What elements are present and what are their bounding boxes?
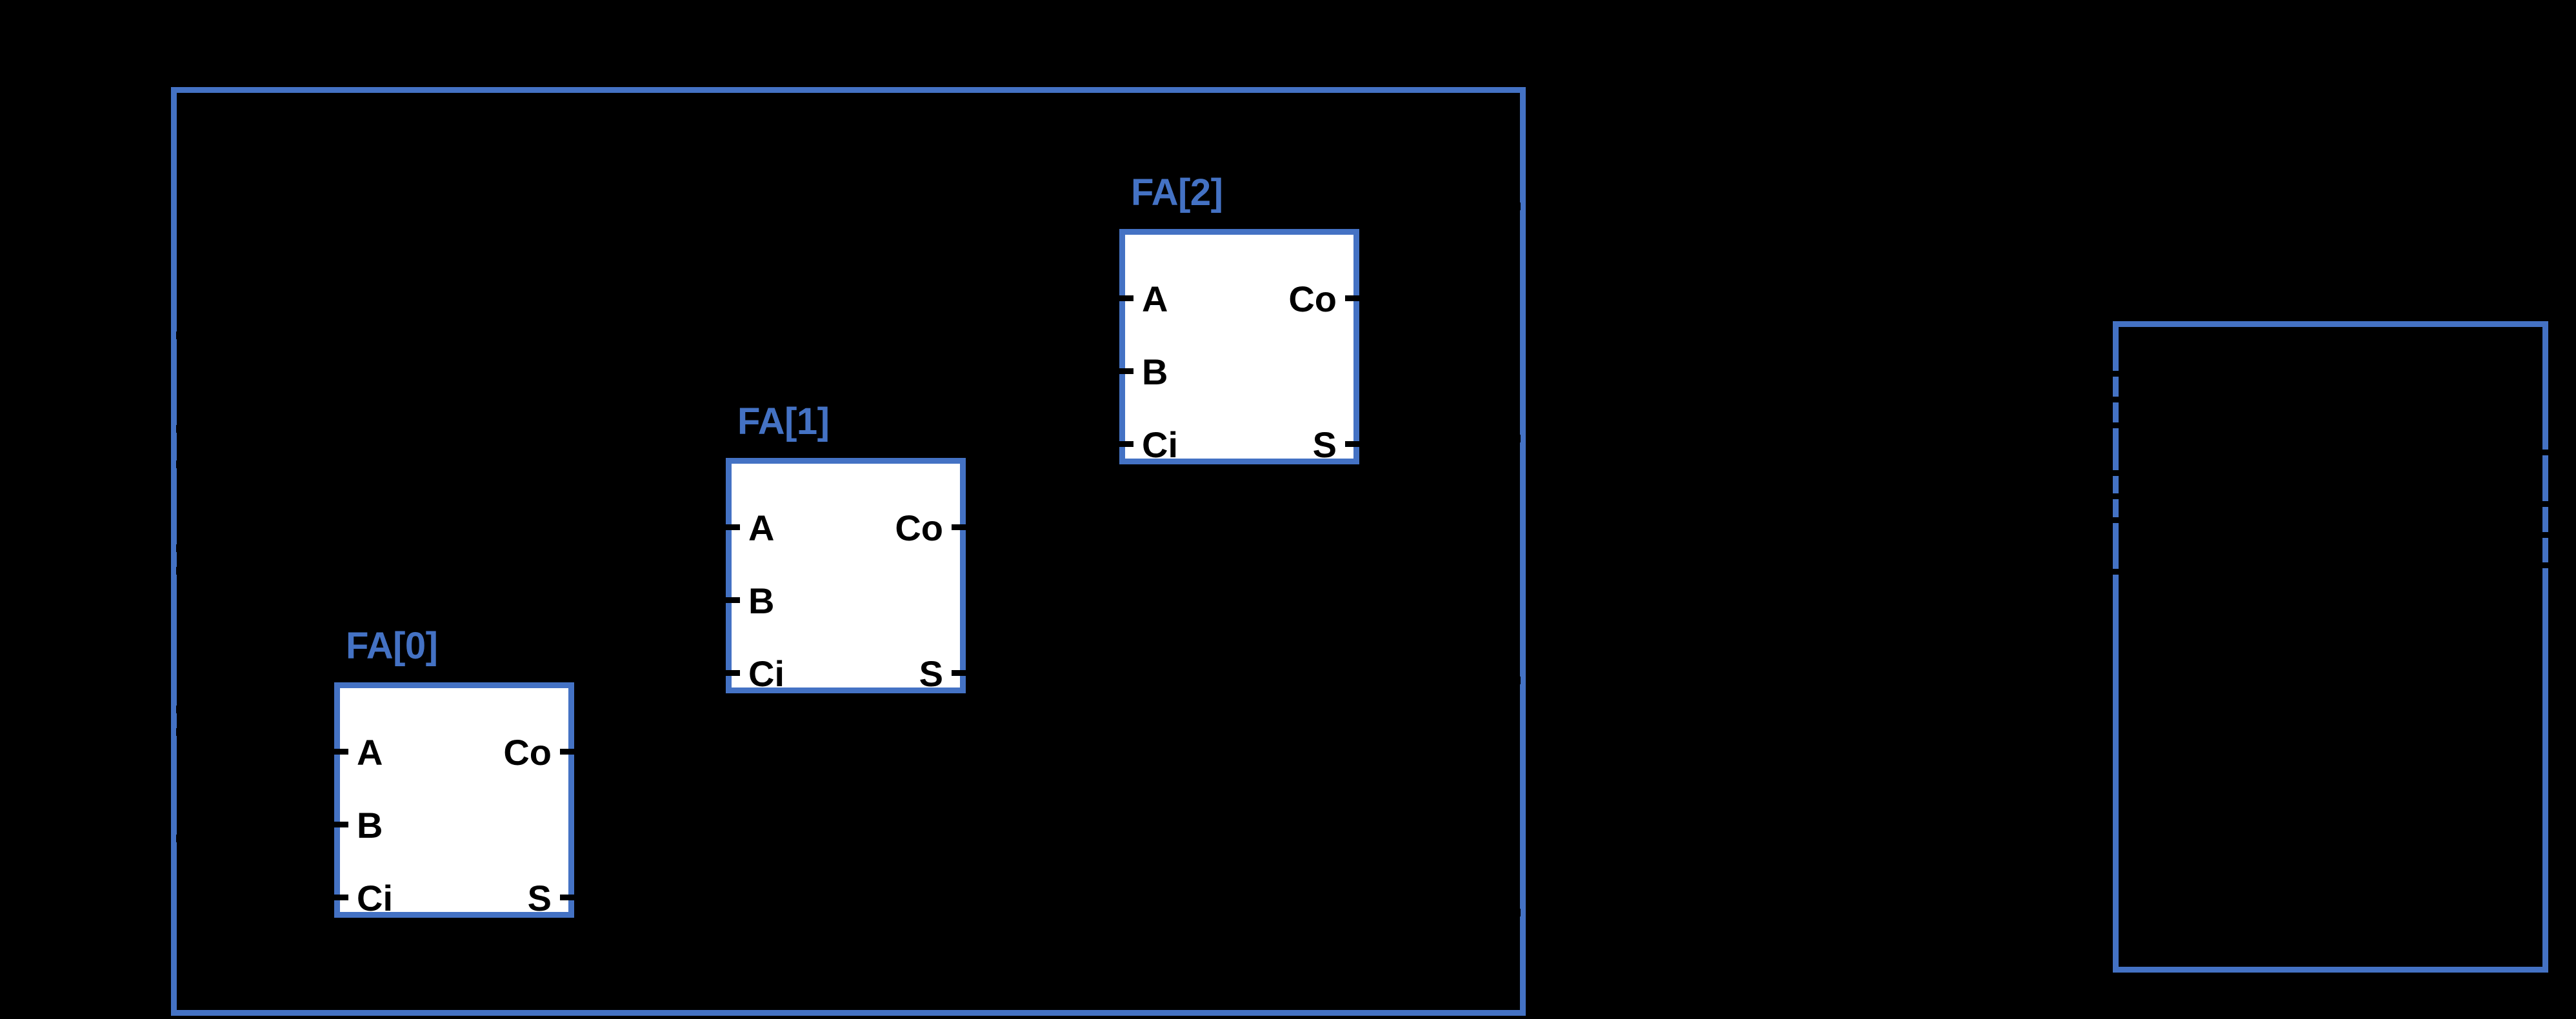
- adder-cell-2-port-s[interactable]: [1345, 441, 1359, 447]
- adder-cell-2-output-co: Co: [1288, 279, 1337, 319]
- module-right-port-3[interactable]: [1513, 909, 1521, 916]
- side-module-left-port-2[interactable]: [2113, 422, 2127, 428]
- module-left-port-4[interactable]: [176, 567, 183, 575]
- adder-cell-0-port-co[interactable]: [560, 749, 574, 755]
- adder-cell-0-input-ci: Ci: [357, 878, 393, 918]
- adder-cell-2-input-b: B: [1142, 351, 1168, 392]
- side-module-right-port-0[interactable]: [2534, 450, 2548, 455]
- adder-cell-title-0: FA[0]: [346, 625, 438, 667]
- side-module-outline[interactable]: [2113, 321, 2548, 973]
- side-module-left-port-0[interactable]: [2113, 371, 2127, 377]
- adder-cell-1-port-co[interactable]: [952, 524, 966, 530]
- side-module-left-port-6[interactable]: [2113, 569, 2127, 575]
- module-left-port-7[interactable]: [176, 835, 183, 842]
- module-right-port-2[interactable]: [1513, 677, 1521, 684]
- module-right-port-1[interactable]: [1513, 435, 1521, 442]
- side-module-left-port-5[interactable]: [2113, 517, 2127, 523]
- adder-cell-1-port-ci[interactable]: [726, 670, 740, 676]
- adder-cell-0-port-b[interactable]: [334, 822, 348, 827]
- adder-module-outline[interactable]: [171, 87, 1526, 1016]
- adder-cell-0-port-s[interactable]: [560, 895, 574, 900]
- module-left-port-5[interactable]: [176, 706, 183, 713]
- module-left-port-0[interactable]: [176, 331, 183, 339]
- side-module-left-port-1[interactable]: [2113, 397, 2127, 402]
- adder-cell-0-port-ci[interactable]: [334, 895, 348, 900]
- adder-cell-1-input-b: B: [748, 580, 775, 621]
- module-left-port-1[interactable]: [176, 425, 183, 433]
- adder-cell-2-output-s: S: [1312, 424, 1337, 465]
- side-module-right-port-1[interactable]: [2534, 501, 2548, 507]
- module-left-port-6[interactable]: [176, 728, 183, 736]
- module-right-port-0[interactable]: [1513, 203, 1521, 210]
- side-module-left-port-3[interactable]: [2113, 470, 2127, 476]
- adder-cell-2-port-b[interactable]: [1119, 368, 1133, 374]
- adder-cell-2-input-a: A: [1142, 279, 1168, 319]
- adder-cell-0-input-b: B: [357, 805, 383, 846]
- adder-cell-0-output-co: Co: [503, 732, 552, 773]
- adder-cell-2-port-co[interactable]: [1345, 295, 1359, 301]
- adder-cell-1-port-a[interactable]: [726, 524, 740, 530]
- adder-cell-0-port-a[interactable]: [334, 749, 348, 755]
- adder-cell-0-input-a: A: [357, 732, 383, 773]
- adder-cell-1-output-s: S: [919, 653, 943, 694]
- adder-cell-2-port-ci[interactable]: [1119, 441, 1133, 447]
- adder-cell-2-port-a[interactable]: [1119, 295, 1133, 301]
- adder-cell-1-port-b[interactable]: [726, 597, 740, 603]
- module-left-port-3[interactable]: [176, 544, 183, 552]
- adder-cell-2-input-ci: Ci: [1142, 424, 1178, 465]
- adder-cell-1-output-co: Co: [895, 508, 943, 548]
- adder-cell-title-1: FA[1]: [737, 401, 830, 442]
- adder-cell-1-port-s[interactable]: [952, 670, 966, 676]
- adder-cell-title-2: FA[2]: [1131, 172, 1223, 213]
- module-left-port-2[interactable]: [176, 460, 183, 468]
- side-module-right-port-2[interactable]: [2534, 532, 2548, 538]
- adder-cell-1-input-a: A: [748, 508, 775, 548]
- adder-cell-0-output-s: S: [527, 878, 552, 918]
- side-module-right-port-3[interactable]: [2534, 562, 2548, 568]
- side-module-left-port-4[interactable]: [2113, 493, 2127, 499]
- adder-cell-1-input-ci: Ci: [748, 653, 784, 694]
